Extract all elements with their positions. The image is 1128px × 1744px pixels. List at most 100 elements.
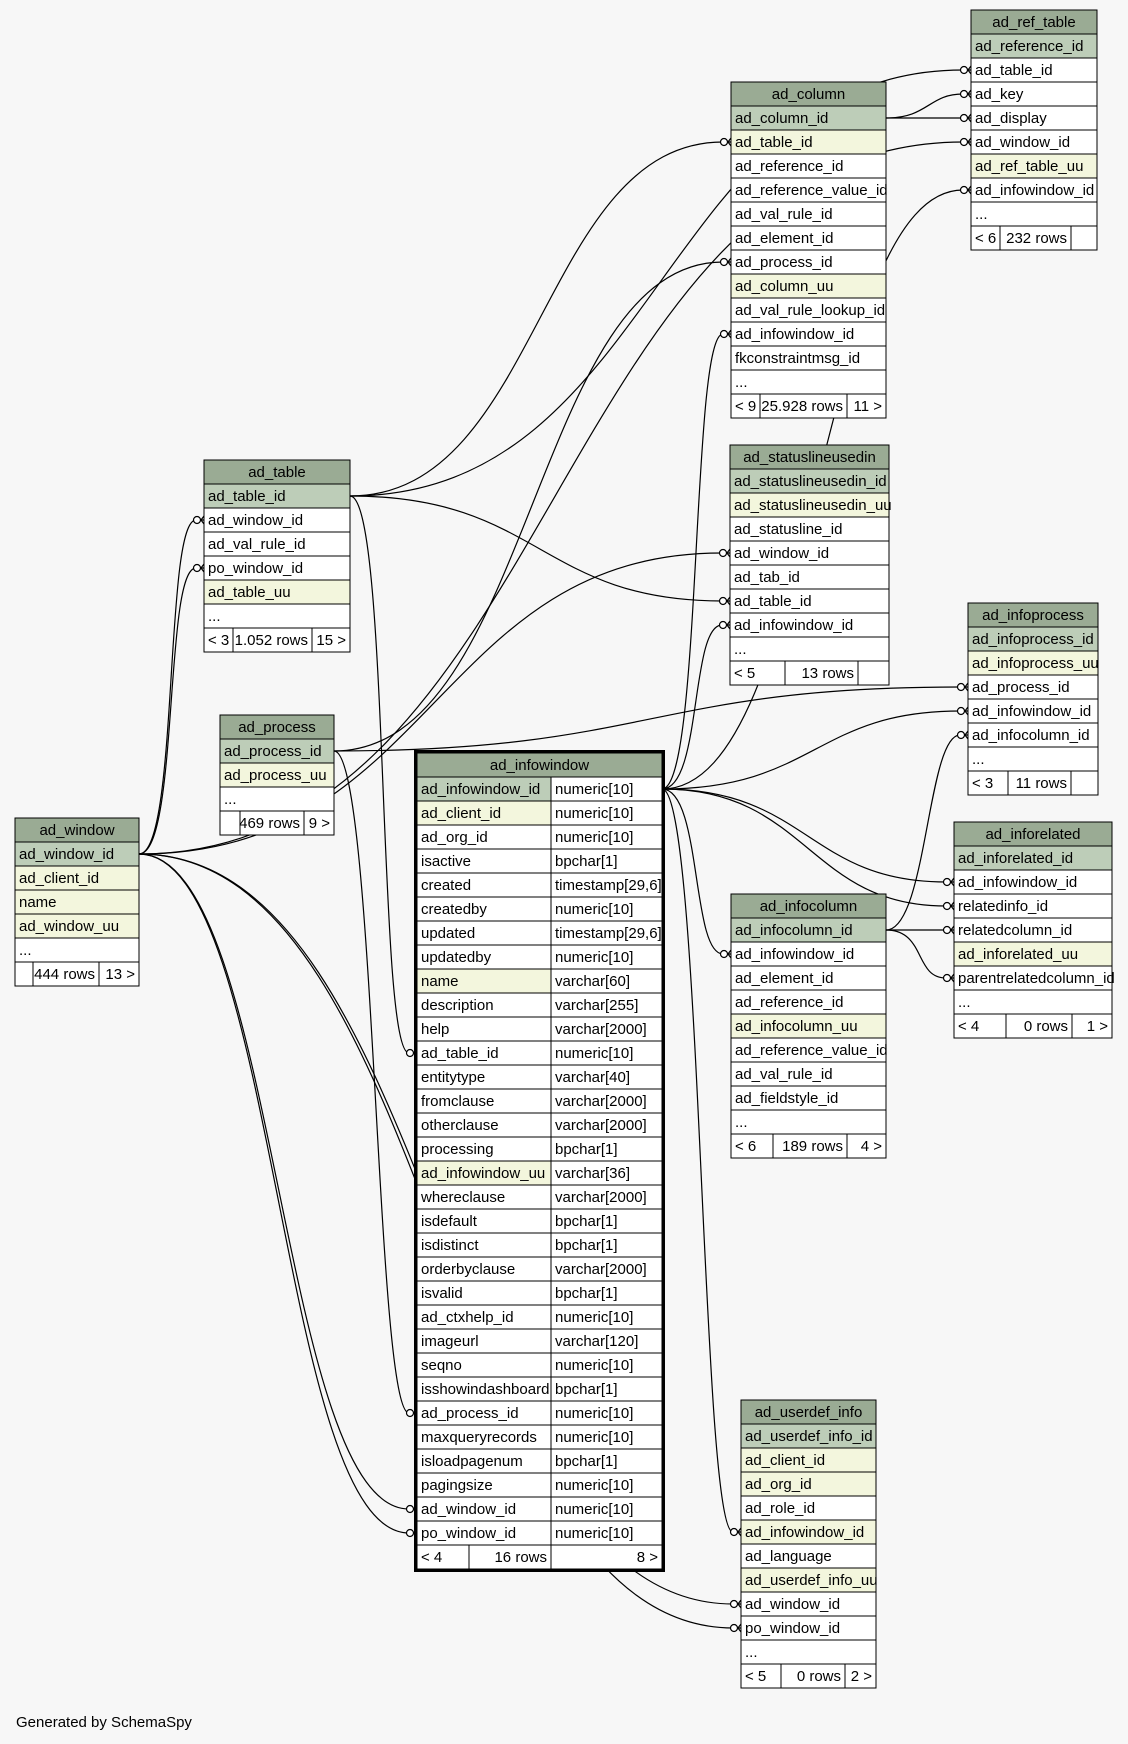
column-row: ad_window_uu <box>14 913 140 939</box>
optional-marker <box>942 925 952 935</box>
footer-next-link[interactable]: 15 > <box>316 632 346 649</box>
column-cell <box>730 153 887 179</box>
column-name: ad_infowindow_id <box>745 1524 864 1541</box>
column-cell <box>740 1543 877 1569</box>
table-title[interactable]: ad_column <box>772 86 845 103</box>
column-type: timestamp[29,6] <box>555 925 662 942</box>
column-name: ad_column_id <box>735 110 828 127</box>
footer-rows-cell <box>780 1663 846 1689</box>
column-row: bpchar[1]isvalid <box>416 1280 663 1306</box>
footer-row-count: 0 rows <box>1024 1018 1068 1035</box>
column-type: numeric[10] <box>555 901 633 918</box>
column-cell <box>970 57 1098 83</box>
column-cell <box>730 1037 887 1063</box>
column-cell <box>730 1013 887 1039</box>
footer-next-cell <box>846 1133 887 1159</box>
footer-prev-link[interactable]: < 5 <box>745 1668 766 1685</box>
optional-marker <box>718 620 728 630</box>
column-cell <box>953 869 1113 895</box>
table-title[interactable]: ad_ref_table <box>992 14 1075 31</box>
column-name: ad_column_uu <box>735 278 833 295</box>
type-cell <box>550 1232 663 1258</box>
footer-next-link[interactable]: 2 > <box>851 1668 873 1685</box>
table-title[interactable]: ad_table <box>248 464 306 481</box>
table-title[interactable]: ad_userdef_info <box>755 1404 863 1421</box>
column-row: ad_val_rule_id <box>203 531 351 557</box>
column-row: bpchar[1]isloadpagenum <box>416 1448 663 1474</box>
column-row: varchar[120]imageurl <box>416 1328 663 1354</box>
column-cell <box>730 369 887 395</box>
column-cell <box>416 1352 552 1378</box>
column-name: updatedby <box>421 949 492 966</box>
column-name: ... <box>208 608 221 625</box>
footer-prev-link[interactable]: < 6 <box>975 230 996 247</box>
footer-prev-link[interactable]: < 3 <box>208 632 229 649</box>
column-type: varchar[2000] <box>555 1021 647 1038</box>
column-type: numeric[10] <box>555 829 633 846</box>
column-name: seqno <box>421 1357 462 1374</box>
relationship-line <box>138 552 723 855</box>
column-name: relatedcolumn_id <box>958 922 1072 939</box>
type-cell <box>550 800 663 826</box>
footer-prev-link[interactable]: < 5 <box>734 665 755 682</box>
relationship-line <box>138 519 197 855</box>
table-ad-column: ad_columnad_column_idad_table_idad_refer… <box>730 81 888 419</box>
table-ad-infoprocess: ad_infoprocessad_infoprocess_idad_infopr… <box>967 602 1099 796</box>
footer-next-link[interactable]: 8 > <box>637 1549 659 1566</box>
optional-marker <box>192 515 202 525</box>
generated-by-footer: Generated by SchemaSpy <box>16 1714 192 1731</box>
footer-prev-link[interactable]: < 9 <box>735 398 756 415</box>
column-name: relatedinfo_id <box>958 898 1048 915</box>
relationship-line <box>661 624 723 790</box>
footer-prev-link[interactable]: < 4 <box>958 1018 979 1035</box>
column-cell <box>416 968 552 994</box>
column-type: bpchar[1] <box>555 1141 618 1158</box>
table-title[interactable]: ad_inforelated <box>985 826 1080 843</box>
type-cell <box>550 1520 663 1546</box>
column-row: ... <box>740 1639 877 1665</box>
column-row: varchar[40]entitytype <box>416 1064 663 1090</box>
footer-next-link[interactable]: 4 > <box>861 1138 883 1155</box>
table-title[interactable]: ad_window <box>39 822 114 839</box>
table-title[interactable]: ad_process <box>238 719 316 736</box>
column-cell <box>730 201 887 227</box>
column-row: ad_val_rule_id <box>730 201 887 227</box>
column-row: varchar[2000]help <box>416 1016 663 1042</box>
table-title[interactable]: ad_infoprocess <box>982 607 1084 624</box>
column-name: ad_val_rule_id <box>208 536 306 553</box>
column-row: varchar[60]name <box>416 968 663 994</box>
footer-rows-cell <box>1005 1013 1073 1039</box>
column-cell <box>967 650 1099 676</box>
type-cell <box>550 776 663 802</box>
table-title[interactable]: ad_infocolumn <box>760 898 858 915</box>
footer-next-link[interactable]: 11 > <box>854 398 883 415</box>
footer-prev-link[interactable]: < 6 <box>735 1138 756 1155</box>
column-row: ad_infowindow_id <box>953 869 1113 895</box>
table-header <box>730 81 887 107</box>
column-cell <box>416 1208 552 1234</box>
column-row: ad_infoprocess_id <box>967 626 1099 652</box>
column-name: imageurl <box>421 1333 479 1350</box>
footer-next-link[interactable]: 1 > <box>1087 1018 1109 1035</box>
footer-next-link[interactable]: 9 > <box>309 815 331 832</box>
column-name: ad_client_id <box>745 1452 825 1469</box>
column-row: ad_language <box>740 1543 877 1569</box>
column-name: ad_infowindow_id <box>975 182 1094 199</box>
column-row: numeric[10]maxqueryrecords <box>416 1424 663 1450</box>
column-row: numeric[10]ad_infowindow_id <box>416 776 663 802</box>
optional-marker <box>718 548 728 558</box>
footer-next-cell <box>857 660 890 686</box>
table-title[interactable]: ad_statuslineusedin <box>743 449 876 466</box>
footer-row-count: 189 rows <box>782 1138 843 1155</box>
footer-next-link[interactable]: 13 > <box>105 966 135 983</box>
column-cell <box>953 989 1113 1015</box>
footer-prev-link[interactable]: < 4 <box>421 1549 442 1566</box>
footer-prev-link[interactable]: < 3 <box>972 775 993 792</box>
column-type: numeric[10] <box>555 1429 633 1446</box>
relationship-line <box>661 788 734 1533</box>
column-cell <box>730 129 887 155</box>
optional-marker <box>959 65 969 75</box>
table-title[interactable]: ad_infowindow <box>490 757 589 774</box>
